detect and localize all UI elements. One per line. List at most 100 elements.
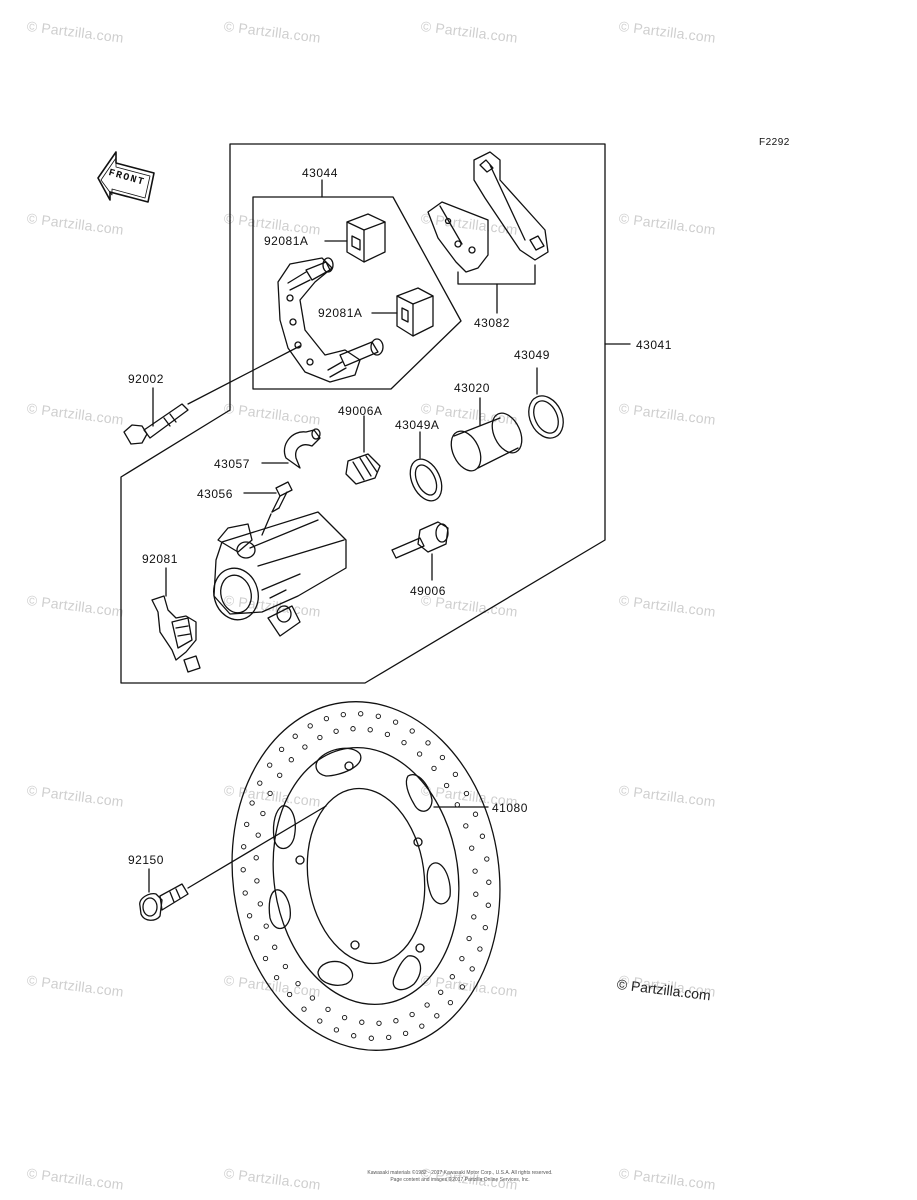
disc-drill-hole <box>425 740 431 746</box>
disc-drill-hole <box>376 1020 382 1026</box>
disc-drill-hole <box>469 845 475 851</box>
part-label-41080[interactable]: 41080 <box>492 801 528 815</box>
pad-spring-clip-lower <box>396 287 434 337</box>
part-label-43049a[interactable]: 43049A <box>395 418 440 432</box>
disc-drill-hole <box>242 890 248 896</box>
disc-drill-hole <box>359 1019 365 1025</box>
disc-drill-hole <box>443 782 450 789</box>
disc-drill-hole <box>240 867 246 873</box>
footer-line-2: Page content and images ©2017 Partzilla … <box>390 1177 530 1183</box>
disc-drill-hole <box>439 754 446 761</box>
disc-drill-hole <box>253 935 260 941</box>
disc-drill-hole <box>302 744 308 750</box>
disc-drill-hole <box>292 733 298 739</box>
brake-pad-inner <box>427 201 489 273</box>
disc-drill-hole <box>454 802 460 808</box>
part-label-92081a-lower[interactable]: 92081A <box>318 306 363 320</box>
disc-drill-hole <box>472 811 479 817</box>
pad-spring <box>151 595 201 673</box>
disc-drill-hole <box>257 901 263 907</box>
caliper-assembly-outline <box>120 143 606 684</box>
bleed-valve <box>271 481 293 513</box>
disc-drill-hole <box>368 1035 374 1041</box>
part-label-43056[interactable]: 43056 <box>197 487 233 501</box>
disc-drill-hole <box>317 734 323 741</box>
disc-drill-hole <box>438 989 444 995</box>
disc-drill-hole <box>431 765 437 772</box>
part-label-43049[interactable]: 43049 <box>514 348 550 362</box>
disc-drill-hole <box>375 713 381 719</box>
part-label-49006a[interactable]: 49006A <box>338 404 383 418</box>
disc-drill-hole <box>267 762 273 768</box>
disc-drill-hole <box>409 1011 415 1018</box>
disc-drill-hole <box>393 1018 399 1024</box>
disc-bolt <box>139 805 327 921</box>
part-label-43082[interactable]: 43082 <box>474 316 510 330</box>
disc-drill-hole <box>278 746 285 753</box>
disc-drill-hole <box>325 1006 331 1013</box>
disc-drill-hole <box>482 924 488 931</box>
disc-drill-hole <box>486 879 492 885</box>
disc-drill-hole <box>367 727 373 733</box>
disc-drill-hole <box>473 891 479 897</box>
disc-drill-hole <box>416 751 423 757</box>
disc-drill-hole <box>384 731 391 738</box>
disc-drill-hole <box>333 1027 340 1033</box>
footer-line-1: Kawasaki materials ©1982 - 2017 Kawasaki… <box>367 1170 553 1176</box>
front-arrow-icon <box>97 151 155 203</box>
disc-drill-hole <box>333 728 339 734</box>
piston-seal <box>528 395 564 439</box>
part-label-92002[interactable]: 92002 <box>128 372 164 386</box>
part-label-92150[interactable]: 92150 <box>128 853 164 867</box>
part-label-43044[interactable]: 43044 <box>302 166 338 180</box>
part-label-92081[interactable]: 92081 <box>142 552 178 566</box>
disc-drill-hole <box>277 772 283 778</box>
disc-drill-hole <box>449 974 455 980</box>
disc-drill-hole <box>459 955 465 962</box>
disc-drill-hole <box>257 780 263 786</box>
part-label-49006[interactable]: 49006 <box>410 584 446 598</box>
disc-drill-hole <box>309 995 316 1001</box>
disc-drill-hole <box>340 711 346 718</box>
disc-drill-hole <box>286 991 293 998</box>
part-label-43020[interactable]: 43020 <box>454 381 490 395</box>
disc-drill-hole <box>424 1002 430 1008</box>
pin-boot <box>345 453 381 485</box>
disc-drill-hole <box>307 723 313 729</box>
disc-drill-hole <box>263 923 269 929</box>
piston <box>450 412 523 472</box>
disc-drill-hole <box>409 728 415 734</box>
brake-pad-outer <box>473 151 549 261</box>
part-label-43041[interactable]: 43041 <box>636 338 672 352</box>
disc-drill-hole <box>267 790 273 797</box>
disc-drill-hole <box>254 878 260 884</box>
disc-drill-hole <box>471 914 477 920</box>
disc-drill-hole <box>301 1006 307 1012</box>
part-label-92081a-upper[interactable]: 92081A <box>264 234 309 248</box>
disc-drill-hole <box>323 715 330 722</box>
bleed-cap <box>283 428 321 469</box>
disc-drill-hole <box>472 868 478 874</box>
disc-drill-hole <box>401 739 407 746</box>
bolt-92002 <box>123 345 301 445</box>
part-label-43057[interactable]: 43057 <box>214 457 250 471</box>
disc-drill-hole <box>272 944 278 950</box>
disc-drill-holes <box>240 711 492 1041</box>
disc-drill-hole <box>402 1030 409 1037</box>
disc-drill-hole <box>244 821 250 828</box>
disc-drill-hole <box>249 800 255 806</box>
disc-drill-hole <box>351 1033 357 1039</box>
disc-drill-hole <box>341 1014 348 1021</box>
disc-drill-hole <box>262 955 269 962</box>
disc-drill-hole <box>246 913 253 919</box>
figure-code: F2292 <box>759 137 790 148</box>
caliper-bracket <box>277 257 384 383</box>
disc-drill-hole <box>459 984 465 990</box>
bracket-group-outline <box>252 196 462 390</box>
disc-drill-hole <box>260 810 266 817</box>
disc-drill-hole <box>485 902 491 908</box>
disc-drill-hole <box>255 832 261 838</box>
disc-drill-hole <box>253 855 259 861</box>
disc-drill-hole <box>419 1023 425 1029</box>
